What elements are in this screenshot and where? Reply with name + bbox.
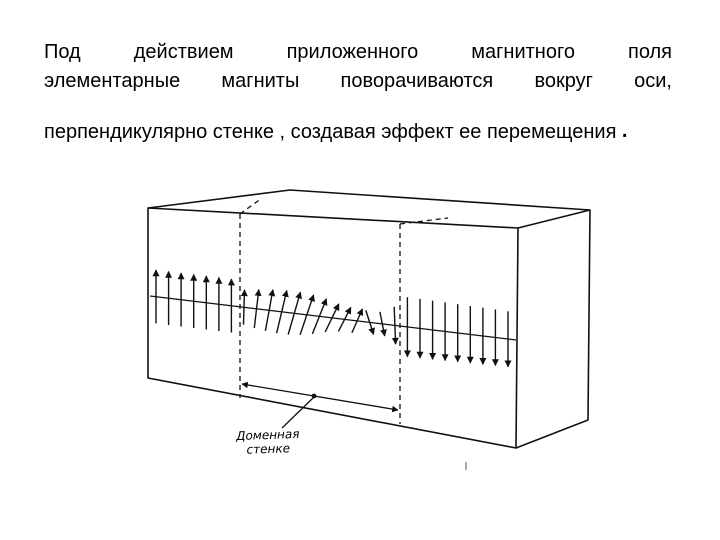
moment-arrow [264,289,276,332]
domain-wall-boundaries [239,197,449,424]
wall-center-dot [311,393,317,399]
text-line-2: элементарные магниты поворачиваются вокр… [44,67,672,96]
wall-boundary-left-top [239,197,263,215]
moment-arrow [365,310,375,336]
moment-arrow [299,294,315,336]
moment-arrow [391,306,399,345]
moment-arrow [240,289,248,325]
text-line-3: перпендикулярно стенке , создавая эффект… [44,111,672,147]
box-top-face [147,189,591,229]
moment-arrow [379,311,387,337]
word: оси, [634,70,672,92]
crystal-box [147,189,591,449]
moment-arrow [253,288,262,329]
moment-arrow [337,306,352,332]
wall-width-indicator [241,381,399,429]
text-line-1: Под действием приложенного магнитного по… [44,38,672,67]
final-period: . [620,111,629,144]
word: Под [44,41,81,63]
word: действием [133,41,234,63]
text-line-3-body: перпендикулярно стенке , создавая эффект… [44,121,617,143]
wall-width-arrow [241,381,399,413]
box-front-face [147,207,519,449]
moment-arrow [311,298,328,335]
word: поля [627,41,672,63]
word: элементарные [44,70,181,92]
word: магнитного [471,41,575,63]
box-side-face [515,209,591,449]
moment-arrow [287,291,303,335]
magnetic-moment-arrows [152,269,512,368]
moment-arrow [324,303,340,333]
caption-leader-line [281,397,314,429]
word: поворачиваются [340,70,494,92]
moment-arrow [351,308,364,334]
domain-wall-label: Доменная стенке [218,426,319,457]
moment-arrow [275,289,289,334]
word: вокруг [534,70,593,92]
word: приложенного [286,41,419,63]
magnetization-axis [149,295,517,341]
wall-boundary-right-top [399,217,449,225]
paragraph: Под действием приложенного магнитного по… [44,38,672,147]
word: магниты [221,70,300,92]
